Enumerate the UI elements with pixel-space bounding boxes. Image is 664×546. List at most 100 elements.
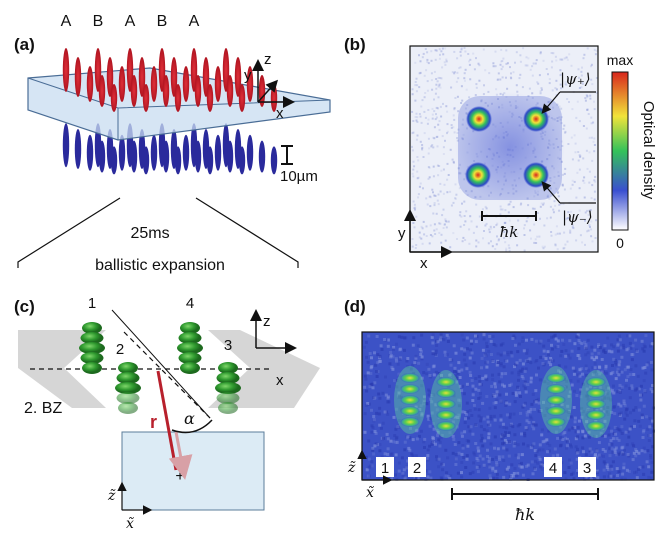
axis-xt-c-label: x̃ bbox=[126, 516, 134, 532]
upper-lobe bbox=[234, 57, 242, 97]
bracket-right bbox=[195, 197, 299, 268]
tube-lobe bbox=[80, 332, 104, 344]
axis-zt-d-label: z̃ bbox=[347, 460, 356, 476]
tube-signal bbox=[436, 410, 456, 420]
tube-lobe bbox=[218, 402, 238, 414]
tube-signal bbox=[400, 395, 420, 405]
upper-lobe bbox=[174, 84, 182, 112]
tube-signal bbox=[400, 373, 420, 383]
lower-lobe bbox=[86, 134, 94, 171]
tube-label-d: 1 bbox=[381, 460, 389, 477]
upper-lobe bbox=[130, 75, 138, 107]
axis-z-label: z bbox=[264, 51, 272, 68]
upper-lobe bbox=[206, 84, 214, 112]
site-label: B bbox=[157, 13, 168, 30]
tube-lobe bbox=[118, 362, 138, 374]
tube-signal bbox=[436, 399, 456, 409]
tube-lobe bbox=[180, 362, 200, 374]
axis-y-label: y bbox=[244, 67, 252, 84]
lower-lobe bbox=[258, 140, 266, 173]
panel-c-label: (c) bbox=[14, 297, 35, 316]
expansion-time: 25ms bbox=[130, 225, 169, 242]
colorbar-min: 0 bbox=[616, 235, 624, 251]
tube-signal bbox=[400, 384, 420, 394]
colorbar-title: Optical density bbox=[640, 101, 657, 200]
tube-signal bbox=[546, 406, 566, 416]
tube-lobe bbox=[216, 372, 240, 384]
upper-lobe bbox=[150, 66, 158, 102]
tube-lobe bbox=[82, 362, 102, 374]
tube-signal bbox=[586, 399, 606, 409]
tube-lobe bbox=[180, 322, 200, 334]
panel-b-label: (b) bbox=[344, 35, 366, 54]
lower-lobe bbox=[246, 134, 254, 171]
axis-zt-c-label: z̃ bbox=[107, 488, 116, 504]
vector-r bbox=[156, 370, 178, 471]
tube-signal bbox=[436, 421, 456, 431]
momentum-label: ħk bbox=[500, 223, 519, 241]
peak-bottom-left bbox=[465, 162, 491, 188]
upper-lobe bbox=[118, 66, 126, 102]
state-plus-label: |ψ₊⟩ bbox=[560, 70, 591, 88]
panel-b: (b) |ψ₊⟩ |ψ₋⟩ ħk y x max 0 Optical densi… bbox=[344, 35, 657, 272]
angle-arc bbox=[171, 419, 213, 434]
upper-lobe bbox=[214, 66, 222, 102]
tube-label-box bbox=[544, 457, 562, 477]
lower-lobe bbox=[62, 123, 70, 168]
lower-lobe bbox=[150, 134, 158, 171]
upper-lobe bbox=[194, 75, 202, 107]
momentum-label-d: ħk bbox=[515, 505, 535, 524]
tube-lobe bbox=[116, 372, 140, 384]
lower-lobes bbox=[62, 123, 278, 175]
axis-x-c-label: x bbox=[276, 372, 284, 389]
tube-label-d: 2 bbox=[413, 460, 421, 477]
tube-lobe bbox=[82, 322, 102, 334]
upper-lobe bbox=[170, 57, 178, 97]
upper-lobe bbox=[138, 57, 146, 97]
upper-lobe bbox=[238, 84, 246, 112]
lower-lobe bbox=[182, 134, 190, 171]
upper-lobe bbox=[202, 57, 210, 97]
projection-line bbox=[123, 331, 211, 419]
upper-lobe bbox=[142, 84, 150, 112]
tube-lobe bbox=[116, 392, 140, 404]
lower-lobe bbox=[194, 140, 202, 173]
tube-label-d: 3 bbox=[583, 460, 591, 477]
tube-signal bbox=[436, 388, 456, 398]
colorbar bbox=[611, 71, 629, 231]
image-frame-d bbox=[361, 331, 655, 481]
tube-label: 2 bbox=[116, 341, 124, 358]
panel-d-label: (d) bbox=[344, 297, 366, 316]
peak-top-left bbox=[466, 106, 492, 132]
lower-lobe bbox=[74, 129, 82, 169]
axis-y-b-label: y bbox=[398, 225, 406, 242]
vector-r-tip bbox=[168, 431, 193, 480]
angle-label: α bbox=[184, 409, 195, 428]
upper-lobe bbox=[86, 66, 94, 102]
lower-lobe bbox=[206, 146, 214, 175]
scale-bar-label: 10µm bbox=[280, 168, 318, 185]
tube-lobe bbox=[79, 342, 105, 354]
colorbar-max: max bbox=[607, 52, 633, 68]
site-label: A bbox=[61, 13, 72, 30]
tube-label: 1 bbox=[88, 295, 96, 312]
upper-lobe bbox=[106, 57, 114, 97]
panel-a-label: (a) bbox=[14, 35, 35, 54]
tube-signal bbox=[400, 417, 420, 427]
lower-lobe bbox=[238, 146, 246, 175]
tube-signal bbox=[546, 395, 566, 405]
tube-signal bbox=[586, 410, 606, 420]
tube-label: 3 bbox=[224, 337, 232, 354]
site-label: A bbox=[125, 13, 136, 30]
scale-bar: 10µm bbox=[280, 145, 318, 185]
upper-lobe bbox=[62, 48, 70, 92]
detection-plane bbox=[121, 431, 265, 511]
axis-x-b-label: x bbox=[420, 255, 428, 272]
tube-signal bbox=[546, 384, 566, 394]
lower-lobe bbox=[142, 146, 150, 175]
lower-lobe bbox=[270, 146, 278, 175]
